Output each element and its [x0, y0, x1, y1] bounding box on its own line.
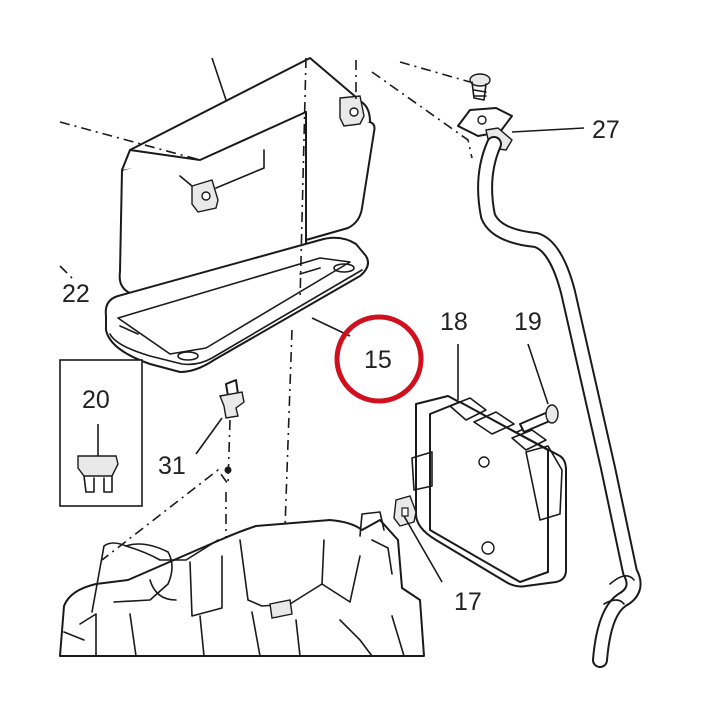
callout-15: 15	[364, 346, 392, 374]
clip-icon	[219, 379, 245, 474]
highlight-circle	[334, 314, 424, 404]
callout-18: 18	[440, 308, 468, 336]
clip-icon	[457, 107, 513, 151]
battery-icon	[118, 57, 376, 318]
fuse-inset-box	[59, 359, 143, 507]
clip-icon	[393, 495, 417, 527]
bolt-icon	[469, 73, 491, 101]
leader-lines	[195, 57, 585, 583]
battery-tray-icon	[104, 236, 369, 373]
callout-22: 22	[62, 280, 90, 308]
callout-20: 20	[82, 386, 110, 414]
callout-19: 19	[514, 308, 542, 336]
callout-31: 31	[158, 452, 186, 480]
bolt-icon	[519, 404, 559, 433]
cable-icon	[477, 136, 642, 668]
callout-17: 17	[454, 588, 482, 616]
fuse-icon	[77, 424, 119, 493]
callout-27: 27	[592, 116, 620, 144]
frame-icon	[59, 511, 425, 657]
relay-icon	[411, 395, 567, 588]
